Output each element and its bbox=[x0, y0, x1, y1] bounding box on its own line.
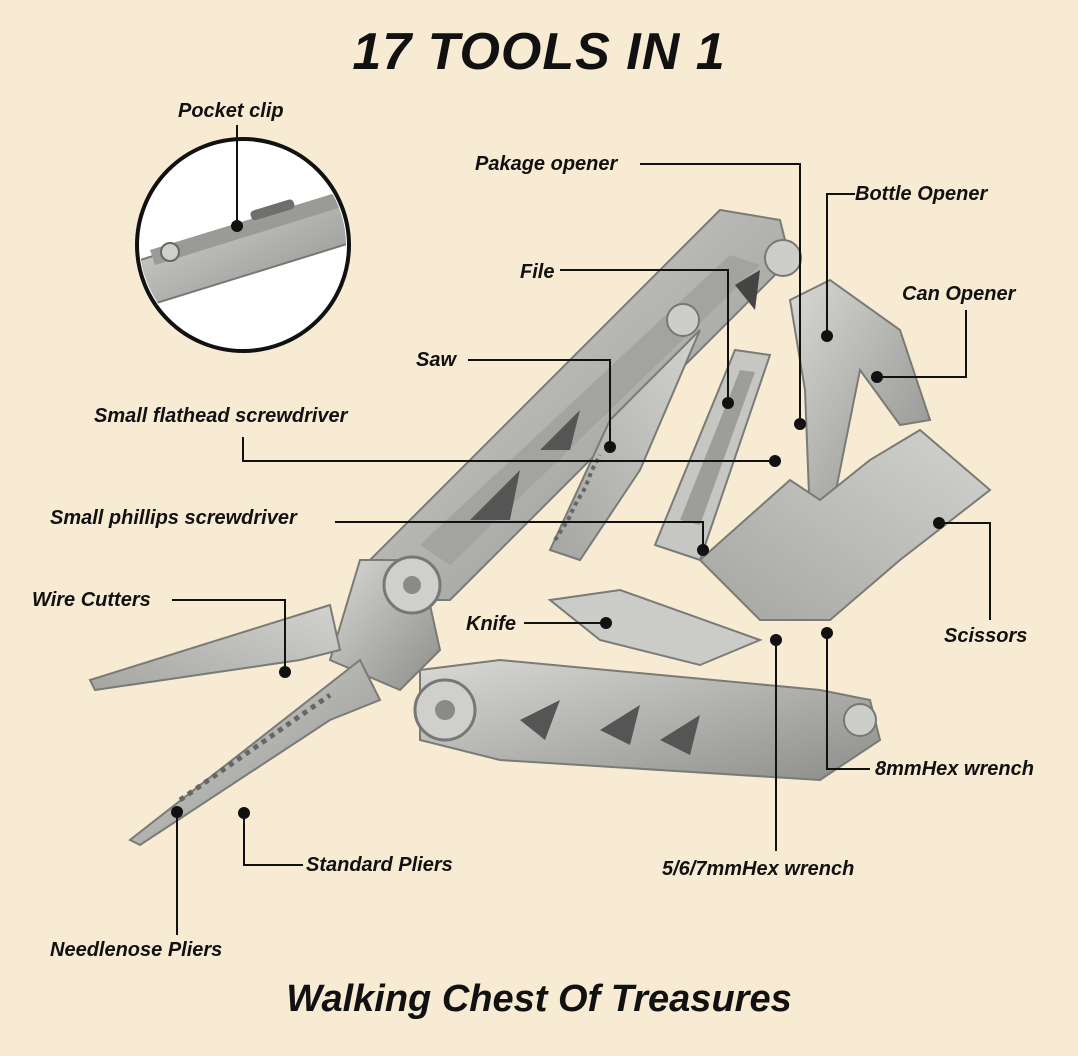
pliers-jaws bbox=[88, 555, 442, 847]
label-saw: Saw bbox=[416, 349, 457, 371]
upper-handle bbox=[368, 208, 802, 601]
pocket-clip-inset bbox=[135, 137, 351, 353]
label-wire-cutters: Wire Cutters bbox=[32, 589, 151, 611]
label-8mm-hex-wrench: 8mmHex wrench bbox=[875, 758, 1034, 780]
label-can-opener: Can Opener bbox=[902, 283, 1016, 305]
label-pocket-clip: Pocket clip bbox=[178, 100, 284, 122]
label-standard-pliers: Standard Pliers bbox=[306, 854, 453, 876]
leader-lines bbox=[172, 125, 991, 935]
label-needlenose-pliers: Needlenose Pliers bbox=[50, 939, 223, 961]
leader-dots bbox=[171, 220, 945, 819]
label-small-phillips-screwdriver: Small phillips screwdriver bbox=[50, 507, 297, 529]
tagline: Walking Chest Of Treasures bbox=[286, 978, 792, 1020]
label-scissors: Scissors bbox=[944, 625, 1028, 647]
label-file: File bbox=[520, 261, 555, 283]
label-bottle-opener: Bottle Opener bbox=[855, 183, 988, 205]
page-title: 17 TOOLS IN 1 bbox=[352, 23, 726, 81]
label-567mm-hex-wrench: 5/6/7mmHex wrench bbox=[662, 858, 855, 880]
label-knife: Knife bbox=[466, 613, 516, 635]
lower-handle bbox=[413, 658, 882, 782]
label-package-opener: Pakage opener bbox=[475, 153, 618, 175]
label-small-flathead-screwdriver: Small flathead screwdriver bbox=[94, 405, 348, 427]
